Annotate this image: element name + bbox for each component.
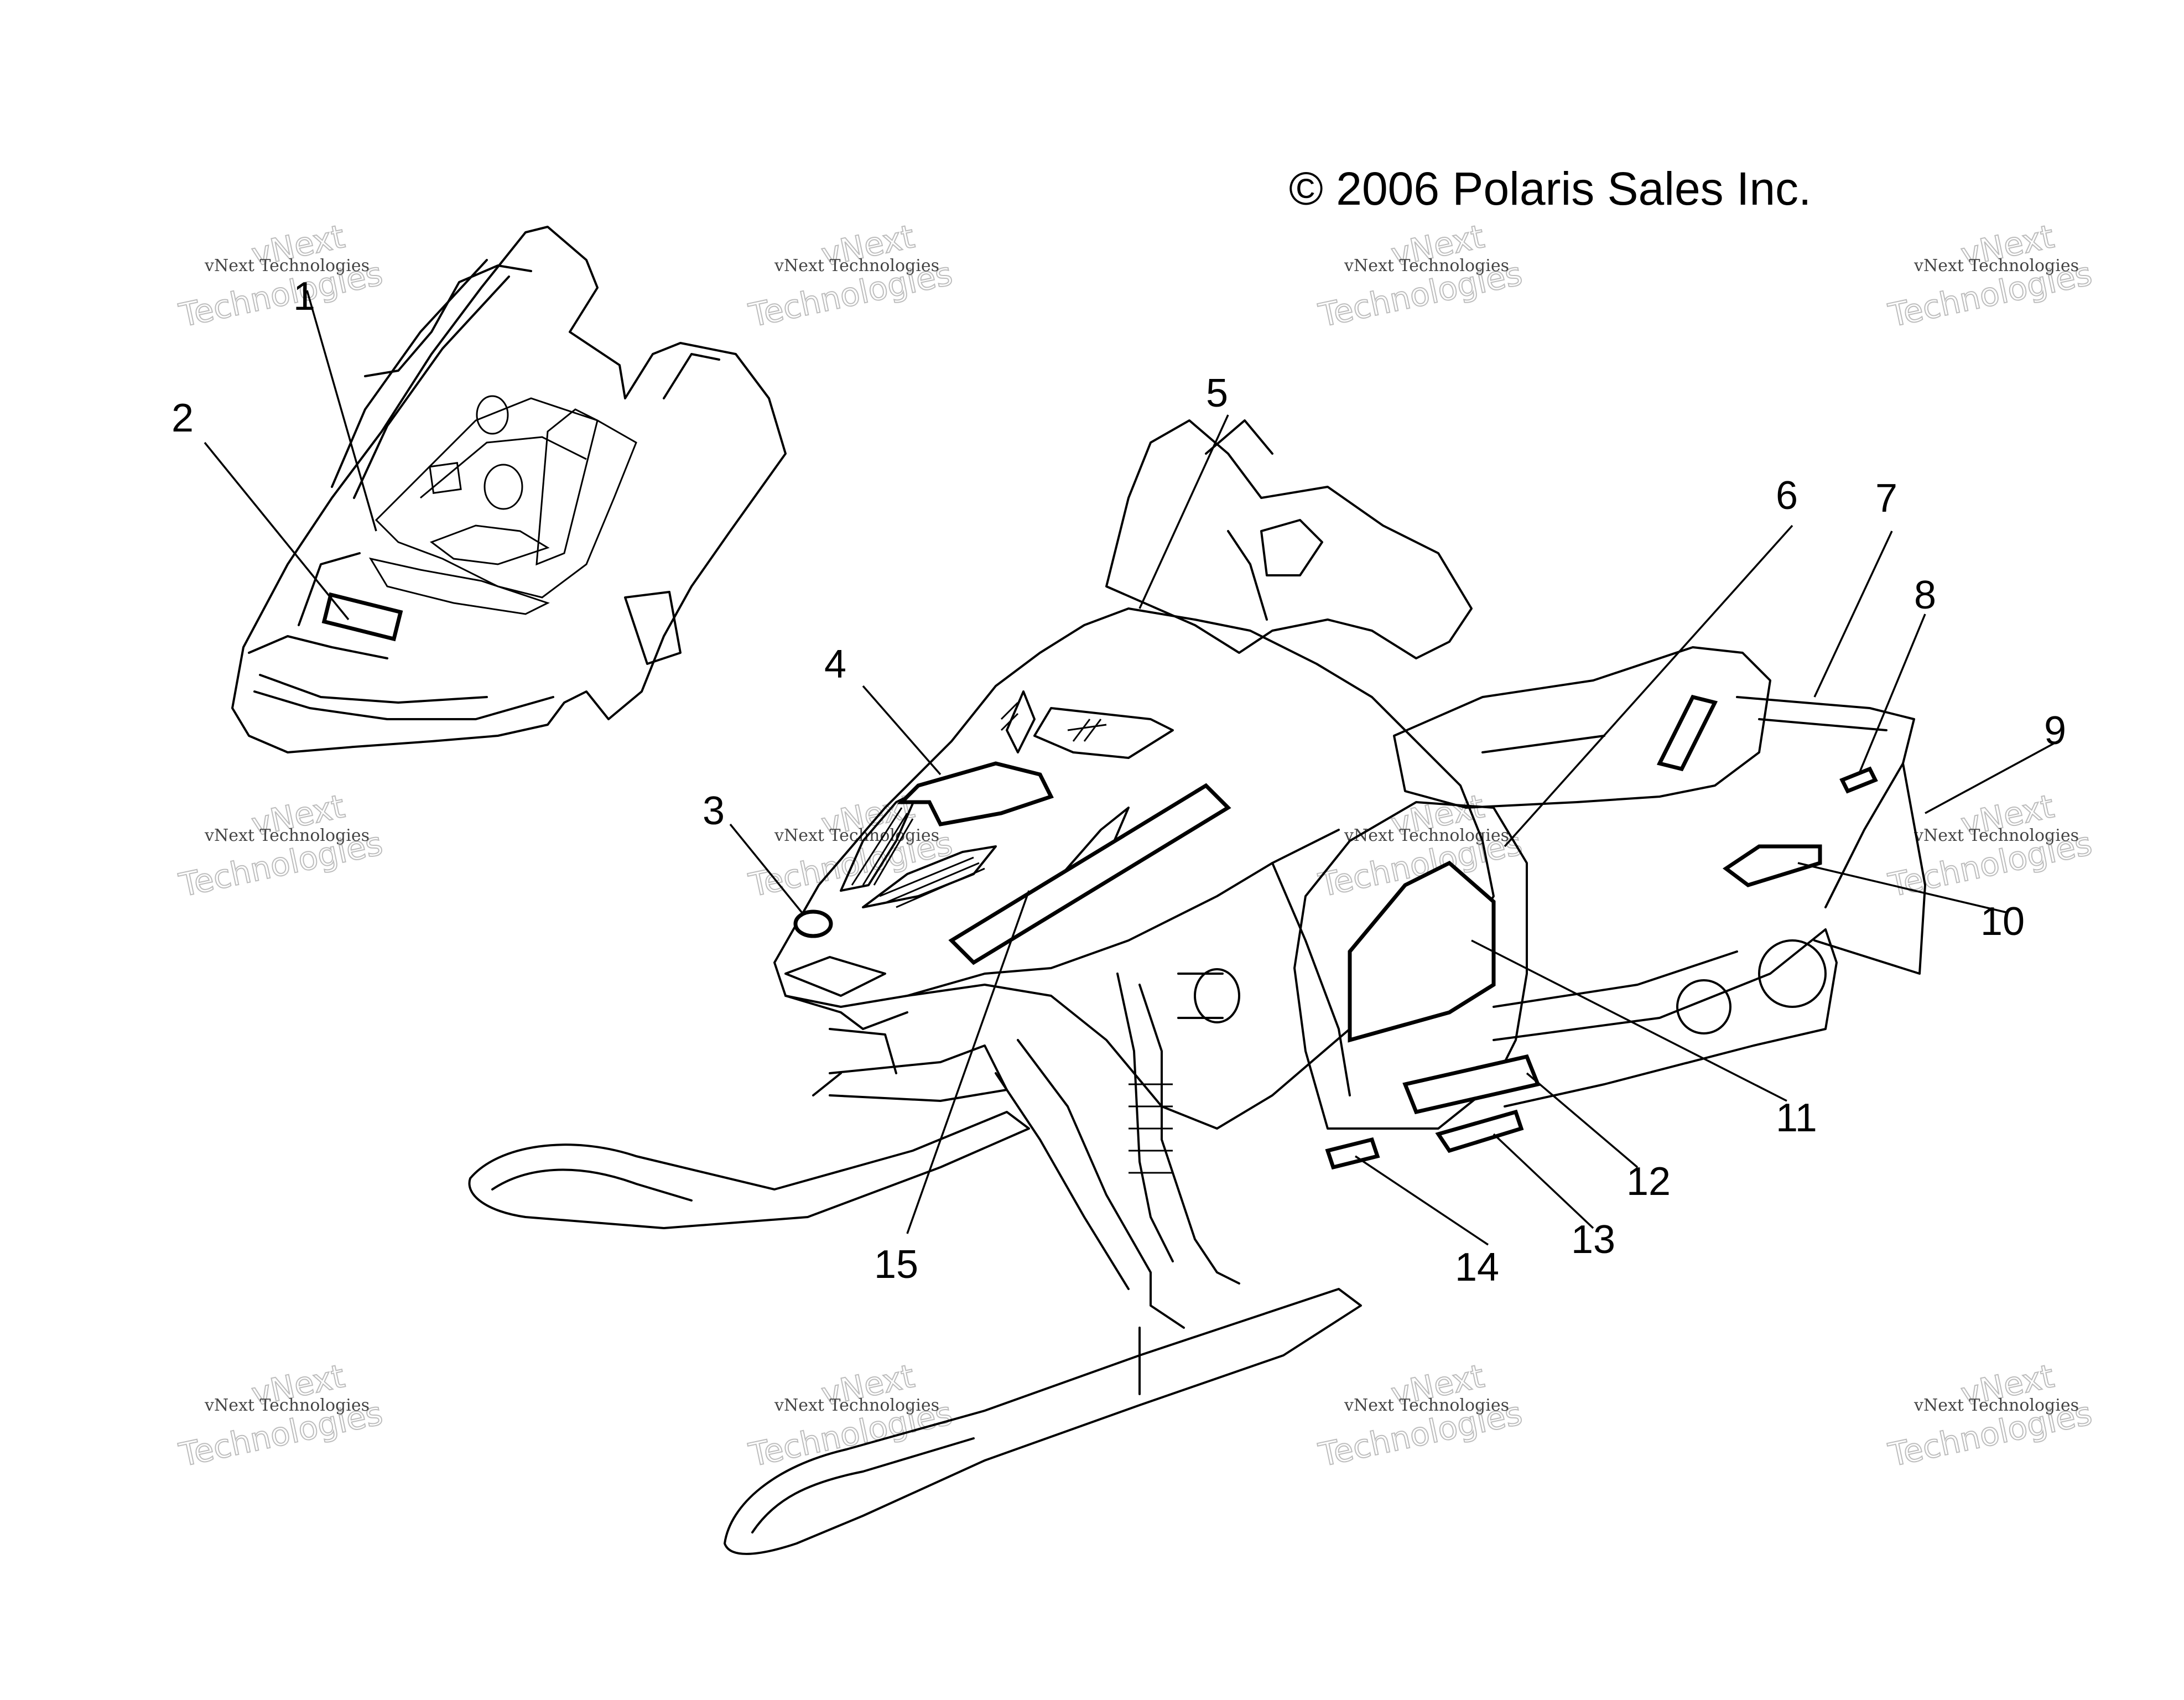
decal-10 <box>1722 844 1822 887</box>
watermark-text: vNext Technologies <box>774 1396 939 1415</box>
watermark-text: vNext Technologies <box>204 826 370 845</box>
decal-11 <box>1348 860 1496 1043</box>
callout-12: 12 <box>1626 1160 1671 1204</box>
decal-13 <box>1435 1109 1524 1153</box>
decal-6 <box>1656 694 1718 772</box>
snowmobile-drawing <box>468 419 1926 1555</box>
callout-3: 3 <box>703 789 725 833</box>
watermark-text: vNext Technologies <box>1913 826 2079 845</box>
callout-6: 6 <box>1776 474 1798 518</box>
watermark: Technologies vNext vNext Technologies <box>745 1356 956 1474</box>
watermark-text: vNext Technologies <box>1913 1396 2079 1415</box>
callout-15: 15 <box>874 1242 918 1287</box>
watermark: Technologies vNext vNext Technologies <box>745 217 956 335</box>
callouts: 1 2 3 4 5 6 7 8 9 10 11 12 13 14 15 <box>171 274 2066 1290</box>
watermark: Technologies vNext vNext Technologies <box>175 1356 387 1474</box>
callout-8: 8 <box>1914 573 1936 617</box>
callout-13: 13 <box>1571 1218 1615 1262</box>
watermark-text: vNext Technologies <box>1913 256 2079 275</box>
watermark: Technologies vNext vNext Technologies <box>175 787 387 904</box>
watermark-text: vNext Technologies <box>774 256 939 275</box>
decal-3 <box>793 909 833 938</box>
watermark: Technologies vNext vNext Technologies <box>1315 217 1526 335</box>
console-inset-drawing <box>231 226 787 753</box>
watermark-text: vNext Technologies <box>204 1396 370 1415</box>
callout-2: 2 <box>171 396 194 440</box>
watermark: Technologies vNext vNext Technologies <box>1885 217 2096 335</box>
callout-1: 1 <box>293 274 315 319</box>
watermark: Technologies vNext vNext Technologies <box>1315 1356 1526 1474</box>
callout-5: 5 <box>1206 371 1228 415</box>
callout-9: 9 <box>2044 709 2066 753</box>
watermark-text: vNext Technologies <box>204 256 370 275</box>
decal-12 <box>1402 1054 1541 1115</box>
decal-15 <box>948 783 1231 965</box>
decal-4 <box>897 761 1054 826</box>
decal-14 <box>1325 1137 1380 1170</box>
callout-11: 11 <box>1776 1096 1817 1140</box>
callout-4: 4 <box>824 642 846 687</box>
watermark: Technologies vNext vNext Technologies <box>1885 787 2096 904</box>
decal-8 <box>1839 766 1878 794</box>
copyright-text: © 2006 Polaris Sales Inc. <box>1289 163 1811 215</box>
callout-7: 7 <box>1875 476 1897 521</box>
decals <box>793 694 1878 1170</box>
watermark: Technologies vNext vNext Technologies <box>175 217 387 335</box>
callout-10: 10 <box>1980 900 2025 944</box>
watermark-text: vNext Technologies <box>1344 1396 1509 1415</box>
leader-lines <box>204 290 2058 1246</box>
watermark-text: vNext Technologies <box>1344 256 1509 275</box>
watermark: Technologies vNext vNext Technologies <box>1885 1356 2096 1474</box>
callout-14: 14 <box>1455 1245 1499 1290</box>
